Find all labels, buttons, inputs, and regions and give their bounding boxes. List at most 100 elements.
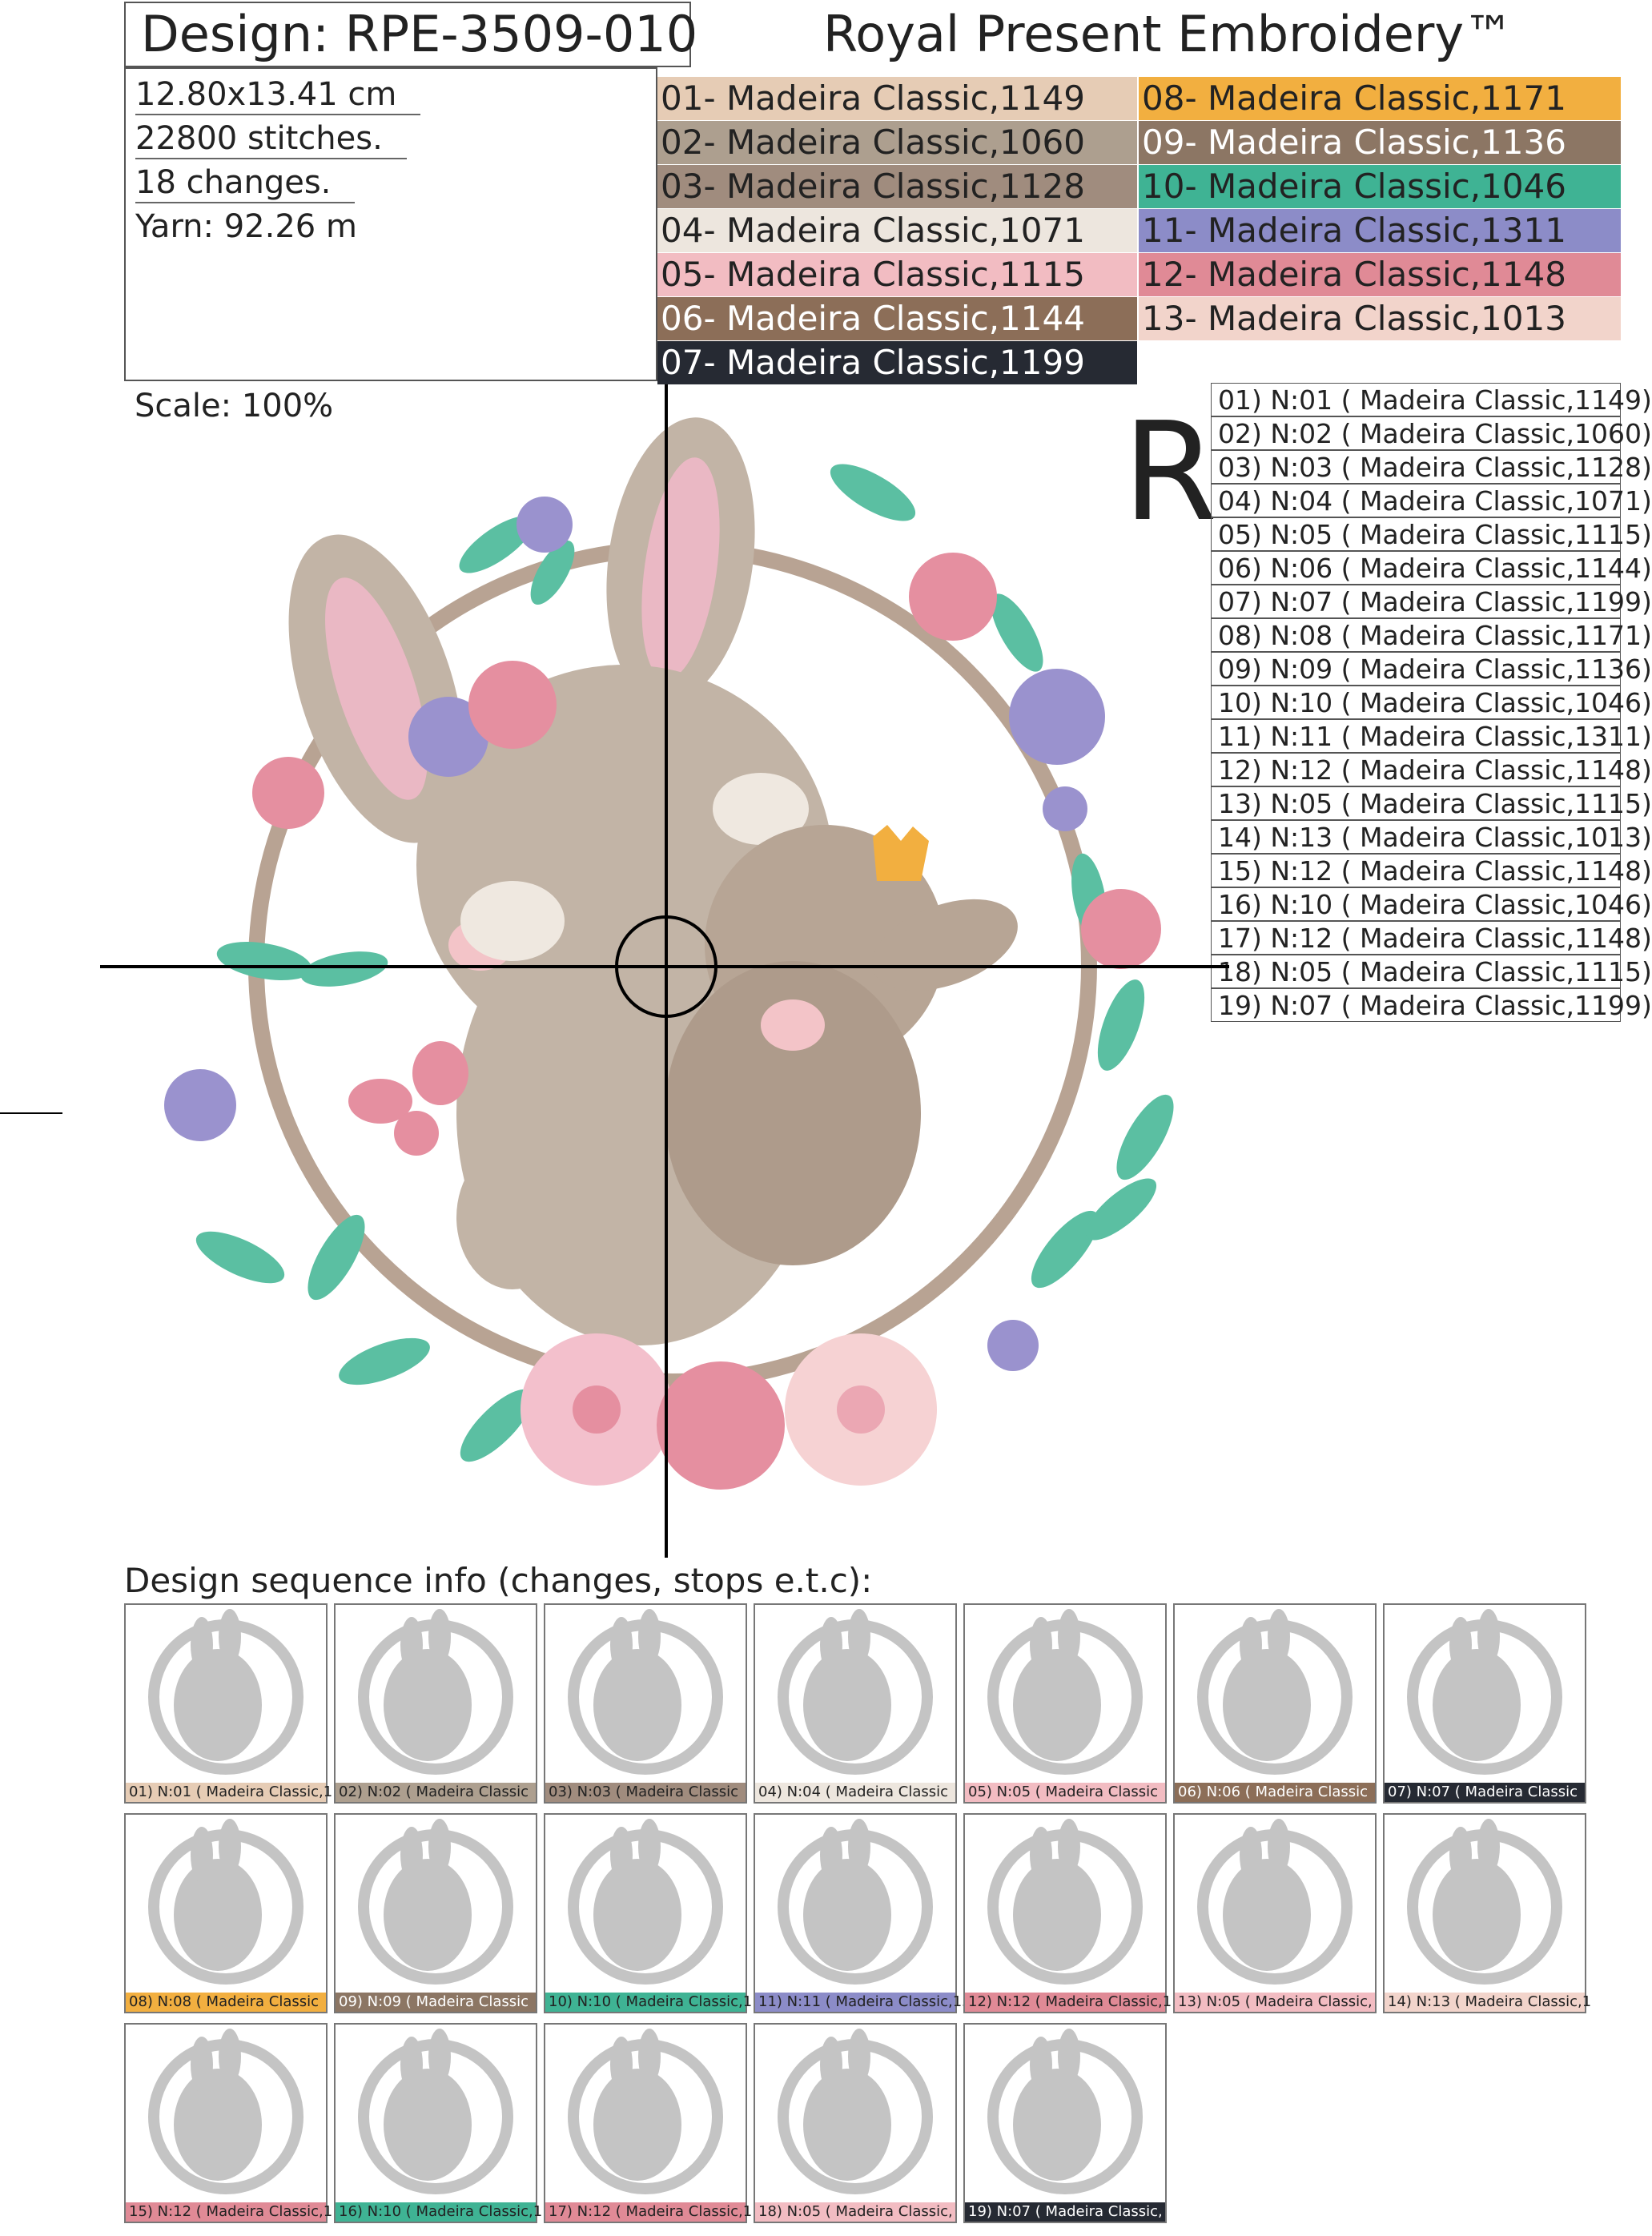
orientation-mark: R <box>1123 393 1218 552</box>
design-title-box <box>124 2 691 67</box>
sequence-thumbnail: 05) N:05 ( Madeira Classic <box>963 1603 1167 1804</box>
sequence-thumbnail: 16) N:10 ( Madeira Classic,1 <box>334 2023 542 2223</box>
scale-label: Scale: 100% <box>135 388 334 424</box>
sequence-thumbnail: 06) N:06 ( Madeira Classic <box>1173 1603 1377 1804</box>
sequence-row: 04) N:04 ( Madeira Classic,1071) <box>1211 484 1652 517</box>
sequence-thumbnail: 11) N:11 ( Madeira Classic,13 <box>754 1813 971 2013</box>
sequence-row: 13) N:05 ( Madeira Classic,1115) <box>1211 786 1652 820</box>
sequence-row: 19) N:07 ( Madeira Classic,1199) <box>1211 988 1652 1022</box>
color-swatch: 03- Madeira Classic,1128 <box>657 165 1137 208</box>
brand-title: Royal Present Embroidery™ <box>823 5 1514 63</box>
sequence-thumbnail: 02) N:02 ( Madeira Classic <box>334 1603 537 1804</box>
sequence-thumbnail: 17) N:12 ( Madeira Classic,1 <box>544 2023 752 2223</box>
thumbnail-silhouette <box>987 1609 1143 1775</box>
wreath-leaves <box>195 464 1174 1462</box>
sequence-thumbnail: 08) N:08 ( Madeira Classic <box>124 1813 328 2013</box>
thumbnail-silhouette <box>987 2029 1143 2194</box>
thumbnail-silhouette <box>358 1609 513 1775</box>
thumbnail-silhouette <box>778 2029 933 2194</box>
sequence-row: 07) N:07 ( Madeira Classic,1199) <box>1211 585 1652 618</box>
size-spec: 12.80x13.41 cm <box>135 75 421 115</box>
thumbnail-label: 08) N:08 ( Madeira Classic <box>126 1993 326 2012</box>
sequence-row: 11) N:11 ( Madeira Classic,1311) <box>1211 719 1652 753</box>
color-swatch: 02- Madeira Classic,1060 <box>657 121 1137 164</box>
bunny-baby <box>665 825 1018 1265</box>
thumbnail-label: 05) N:05 ( Madeira Classic <box>965 1783 1165 1802</box>
sequence-thumbnail: 18) N:05 ( Madeira Classic, <box>754 2023 957 2223</box>
sequence-row: 02) N:02 ( Madeira Classic,1060) <box>1211 416 1652 450</box>
sequence-row: 10) N:10 ( Madeira Classic,1046) <box>1211 686 1652 719</box>
thumbnail-label: 13) N:05 ( Madeira Classic, <box>1175 1993 1375 2012</box>
sequence-row: 09) N:09 ( Madeira Classic,1136) <box>1211 652 1652 686</box>
color-swatch: 08- Madeira Classic,1171 <box>1139 77 1621 120</box>
sequence-thumbnail: 07) N:07 ( Madeira Classic <box>1383 1603 1586 1804</box>
thumbnail-label: 17) N:12 ( Madeira Classic,1 <box>545 2202 752 2222</box>
thumbnail-label: 16) N:10 ( Madeira Classic,1 <box>336 2202 542 2222</box>
color-swatch: 04- Madeira Classic,1071 <box>657 209 1137 252</box>
sequence-thumbnail: 04) N:04 ( Madeira Classic <box>754 1603 957 1804</box>
sequence-row: 15) N:12 ( Madeira Classic,1148) <box>1211 854 1652 887</box>
thumbnail-silhouette <box>778 1609 933 1775</box>
embroidery-preview <box>0 384 1229 1558</box>
color-swatch: 10- Madeira Classic,1046 <box>1139 165 1621 208</box>
sequence-thumbnail: 19) N:07 ( Madeira Classic, <box>963 2023 1167 2223</box>
sequence-thumbnail: 14) N:13 ( Madeira Classic,1 <box>1383 1813 1591 2013</box>
sequence-row: 14) N:13 ( Madeira Classic,1013) <box>1211 820 1652 854</box>
color-swatch: 09- Madeira Classic,1136 <box>1139 121 1621 164</box>
thumbnail-silhouette <box>1197 1609 1353 1775</box>
sequence-thumbnail: 13) N:05 ( Madeira Classic, <box>1173 1813 1377 2013</box>
thumbnail-silhouette <box>568 1819 723 1985</box>
sequence-thumbnail: 09) N:09 ( Madeira Classic <box>334 1813 537 2013</box>
thumbnail-label: 07) N:07 ( Madeira Classic <box>1385 1783 1585 1802</box>
stitches-spec: 22800 stitches. <box>135 119 407 159</box>
thumbnail-label: 02) N:02 ( Madeira Classic <box>336 1783 536 1802</box>
thumbnail-label: 06) N:06 ( Madeira Classic <box>1175 1783 1375 1802</box>
thumbnail-silhouette <box>148 1609 303 1775</box>
thumbnail-label: 12) N:12 ( Madeira Classic,1 <box>965 1993 1172 2012</box>
sequence-thumbnail: 03) N:03 ( Madeira Classic <box>544 1603 747 1804</box>
thumbnail-silhouette <box>1407 1609 1562 1775</box>
yarn-spec: Yarn: 92.26 m <box>135 208 357 245</box>
sequence-row: 06) N:06 ( Madeira Classic,1144) <box>1211 551 1652 585</box>
color-swatch: 05- Madeira Classic,1115 <box>657 253 1137 296</box>
sequence-row: 08) N:08 ( Madeira Classic,1171) <box>1211 618 1652 652</box>
specs-box: 12.80x13.41 cm 22800 stitches. 18 change… <box>124 67 657 381</box>
color-swatch: 13- Madeira Classic,1013 <box>1139 297 1621 340</box>
thumbnail-silhouette <box>568 1609 723 1775</box>
wreath-flowers <box>164 497 1161 1371</box>
color-swatch: 06- Madeira Classic,1144 <box>657 297 1137 340</box>
design-title: Design: RPE-3509-010 <box>141 5 698 63</box>
sequence-thumbnail: 01) N:01 ( Madeira Classic,1 <box>124 1603 332 1804</box>
thumbnail-label: 19) N:07 ( Madeira Classic, <box>965 2202 1165 2222</box>
thumbnail-silhouette <box>148 1819 303 1985</box>
bottom-flowers <box>521 1333 937 1490</box>
thumbnail-silhouette <box>568 2029 723 2194</box>
sequence-row: 05) N:05 ( Madeira Classic,1115) <box>1211 517 1652 551</box>
sequence-row: 01) N:01 ( Madeira Classic,1149) <box>1211 383 1652 416</box>
thumbnail-silhouette <box>358 2029 513 2194</box>
sequence-row: 18) N:05 ( Madeira Classic,1115) <box>1211 955 1652 988</box>
thumbnail-label: 03) N:03 ( Madeira Classic <box>545 1783 746 1802</box>
thumbnail-label: 04) N:04 ( Madeira Classic <box>755 1783 955 1802</box>
color-swatch: 12- Madeira Classic,1148 <box>1139 253 1621 296</box>
thumbnail-silhouette <box>148 2029 303 2194</box>
thumbnail-label: 18) N:05 ( Madeira Classic, <box>755 2202 955 2222</box>
thumbnail-label: 14) N:13 ( Madeira Classic,1 <box>1385 1993 1591 2012</box>
sequence-thumbnail: 10) N:10 ( Madeira Classic,1 <box>544 1813 752 2013</box>
thumbnail-label: 11) N:11 ( Madeira Classic,13 <box>755 1993 971 2012</box>
thumbnail-label: 01) N:01 ( Madeira Classic,1 <box>126 1783 332 1802</box>
sequence-title: Design sequence info (changes, stops e.t… <box>124 1561 873 1600</box>
sequence-row: 12) N:12 ( Madeira Classic,1148) <box>1211 753 1652 786</box>
sequence-thumbnail: 12) N:12 ( Madeira Classic,1 <box>963 1813 1172 2013</box>
color-swatch: 11- Madeira Classic,1311 <box>1139 209 1621 252</box>
changes-spec: 18 changes. <box>135 163 356 203</box>
butterfly <box>348 1041 468 1156</box>
color-swatch: 07- Madeira Classic,1199 <box>657 341 1137 384</box>
sequence-row: 03) N:03 ( Madeira Classic,1128) <box>1211 450 1652 484</box>
thumbnail-silhouette <box>987 1819 1143 1985</box>
sequence-thumbnail: 15) N:12 ( Madeira Classic,1 <box>124 2023 332 2223</box>
thumbnail-silhouette <box>1197 1819 1353 1985</box>
thumbnail-silhouette <box>358 1819 513 1985</box>
color-swatch: 01- Madeira Classic,1149 <box>657 77 1137 120</box>
sequence-row: 16) N:10 ( Madeira Classic,1046) <box>1211 887 1652 921</box>
